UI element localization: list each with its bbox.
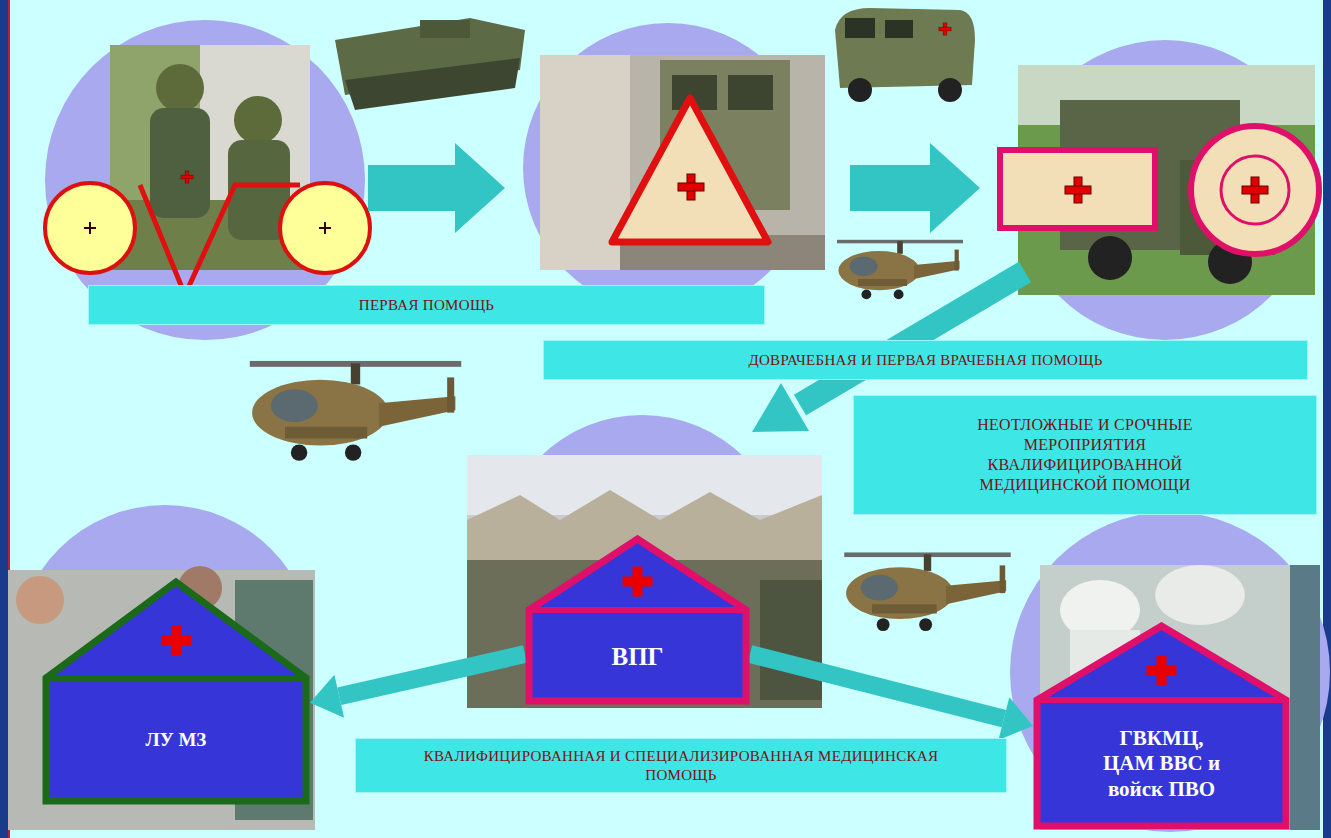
facility-house: ВПГ — [525, 535, 750, 705]
facility-name: ЛУ МЗ — [146, 729, 207, 752]
house-body: ВПГ — [533, 616, 742, 697]
house-shape — [529, 539, 746, 701]
care-level-text: ПЕРВАЯ ПОМОЩЬ — [359, 296, 494, 315]
hospital-camp-photo — [467, 455, 822, 708]
connector-shaft — [339, 654, 525, 696]
arrow-head — [310, 675, 344, 718]
red-cross — [623, 577, 653, 587]
frame-bar — [0, 0, 8, 838]
care-level-text: КВАЛИФИЦИРОВАННАЯ И СПЕЦИАЛИЗИРОВАННАЯ М… — [401, 747, 961, 785]
red-cross — [1147, 665, 1177, 675]
house-outline — [525, 535, 750, 705]
aid-post-symbol — [612, 98, 768, 242]
first-aid-symbol — [45, 183, 135, 273]
care-level-band: НЕОТЛОЖНЫЕ И СРОЧНЫЕ МЕРОПРИЯТИЯ КВАЛИФИ… — [853, 395, 1317, 515]
care-level-band: ДОВРАЧЕБНАЯ И ПЕРВАЯ ВРАЧЕБНАЯ ПОМОЩЬ — [543, 340, 1308, 380]
hospital-ward-photo — [8, 566, 315, 830]
care-level-band: КВАЛИФИЦИРОВАННАЯ И СПЕЦИАЛИЗИРОВАННАЯ М… — [355, 738, 1007, 793]
facility-house: ГВКМЦ, ЦАМ ВВС и войск ПВО — [1033, 622, 1290, 830]
helicopter — [844, 552, 1011, 631]
connector-shaft — [750, 654, 1004, 719]
band-content: ПЕРВАЯ ПОМОЩЬ — [359, 296, 494, 315]
hospital-symbol — [1191, 126, 1319, 254]
facility-name: ГВКМЦ, ЦАМ ВВС и войск ПВО — [1097, 726, 1227, 802]
band-content: НЕОТЛОЖНЫЕ И СРОЧНЫЕ МЕРОПРИЯТИЯ КВАЛИФИ… — [945, 415, 1225, 495]
first-aid-mark — [140, 185, 300, 295]
station-photo — [540, 55, 825, 270]
house-outline — [42, 578, 310, 805]
care-level-text: НЕОТЛОЖНЫЕ И СРОЧНЫЕ МЕРОПРИЯТИЯ КВАЛИФИ… — [945, 415, 1225, 495]
house-eave — [1037, 697, 1286, 703]
red-cross — [161, 635, 191, 645]
house-eave — [46, 675, 306, 681]
care-level-text: ДОВРАЧЕБНАЯ И ПЕРВАЯ ВРАЧЕБНАЯ ПОМОЩЬ — [748, 351, 1102, 370]
helicopter — [837, 240, 963, 299]
house-eave — [529, 607, 746, 613]
armoured-vehicle — [335, 18, 525, 110]
evacuation-connector — [310, 654, 525, 718]
ambulance-vehicle — [835, 8, 975, 102]
facility-house: ЛУ МЗ — [42, 578, 310, 805]
house-body: ГВКМЦ, ЦАМ ВВС и войск ПВО — [1041, 706, 1282, 822]
band-content: ДОВРАЧЕБНАЯ И ПЕРВАЯ ВРАЧЕБНАЯ ПОМОЩЬ — [748, 351, 1102, 370]
stage-circles — [15, 20, 1330, 832]
facility-name: ВПГ — [611, 642, 663, 672]
medical-company-symbol — [1000, 150, 1155, 228]
arrow-head — [999, 697, 1033, 740]
care-level-band: ПЕРВАЯ ПОМОЩЬ — [88, 285, 765, 325]
first-aid-symbol — [280, 183, 370, 273]
band-content: КВАЛИФИЦИРОВАННАЯ И СПЕЦИАЛИЗИРОВАННАЯ М… — [401, 747, 961, 785]
evacuation-connector — [750, 654, 1033, 740]
house-body: ЛУ МЗ — [50, 684, 302, 797]
helicopter — [250, 361, 462, 461]
house-shape — [1037, 626, 1286, 826]
house-shape — [46, 582, 306, 801]
